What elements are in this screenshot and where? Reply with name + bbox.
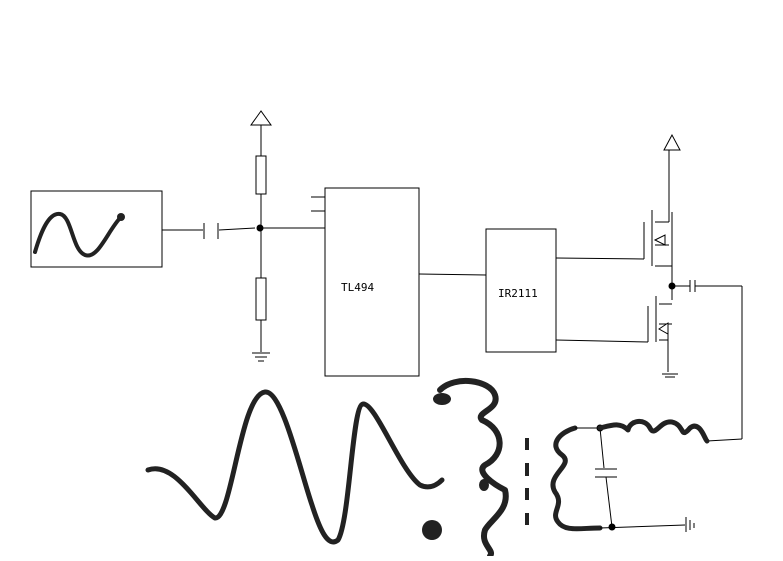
tank-capacitor [595, 468, 617, 478]
tl494-block: TL494 [324, 187, 420, 377]
coil-blob [479, 479, 489, 491]
coupling-capacitor [203, 223, 219, 239]
bias-divider [250, 110, 272, 362]
signal-generator-box [30, 190, 163, 268]
output-waveform-scribble [145, 389, 445, 545]
junction-dot [608, 523, 616, 531]
sine-wave-dot [117, 213, 125, 221]
resistor-top [255, 155, 267, 195]
ground-icon [662, 373, 678, 378]
wire-cap-node [218, 227, 256, 231]
signal-generator [30, 190, 163, 268]
ground-icon [685, 517, 695, 532]
supply-arrow-icon [663, 133, 681, 151]
vcc-arrow-icon [250, 110, 272, 126]
wire-tl494-ir2111 [418, 273, 487, 276]
tl494-label: TL494 [341, 281, 374, 294]
resistor-bottom [255, 277, 267, 321]
low-side-mosfet [655, 296, 678, 378]
sine-wave-icon [33, 212, 123, 258]
coil-blob [422, 520, 442, 540]
ir2111-block: IR2111 [485, 228, 557, 353]
ir2111-label: IR2111 [498, 287, 538, 300]
wire-low-gate [555, 339, 649, 343]
primary-coil-scribble [437, 377, 509, 559]
ground-icon [252, 352, 270, 362]
secondary-coil-scribble [550, 425, 603, 532]
output-capacitor [689, 280, 696, 292]
high-side-mosfet [651, 133, 681, 267]
coil-blob [433, 393, 451, 405]
output-inductor-scribble [597, 419, 710, 444]
wire-high-gate [555, 257, 645, 260]
